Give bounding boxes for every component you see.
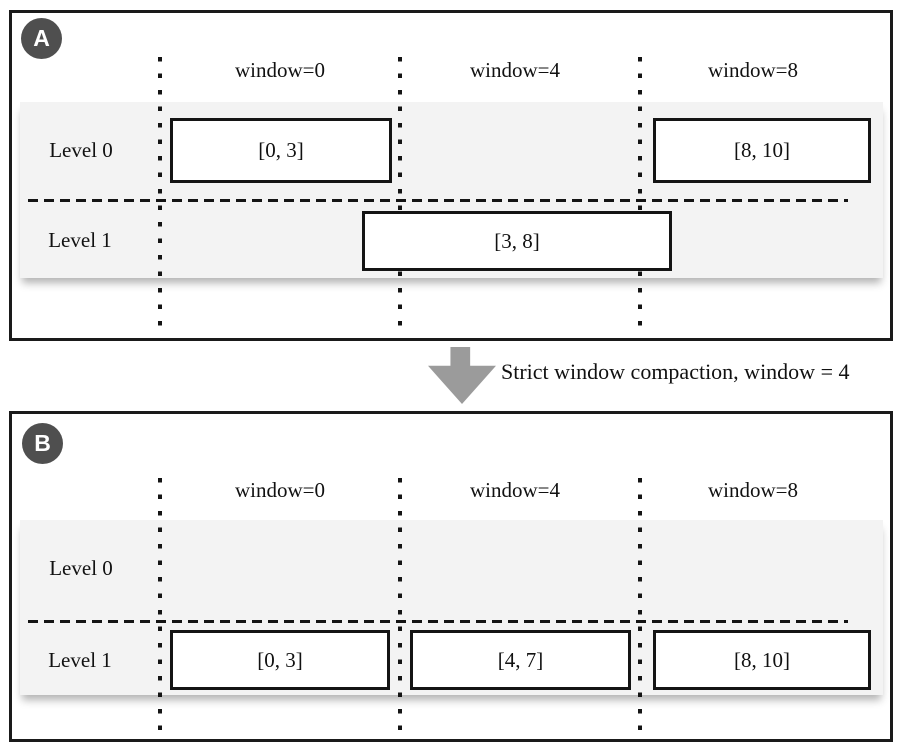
sstable-box-0-3: [0, 3] (170, 630, 390, 690)
window-boundary-line-0 (158, 57, 162, 333)
level-0-label: Level 0 (49, 556, 113, 580)
down-arrow-icon (428, 347, 496, 404)
level-0-label: Level 0 (49, 138, 113, 162)
window-boundary-line-8 (638, 57, 642, 333)
column-header-window-4: window=4 (469, 478, 560, 502)
panel-a: A window=0 window=4 window=8 Level 0 Lev… (9, 10, 893, 341)
window-boundary-line-8 (638, 478, 642, 740)
sstable-box-4-7: [4, 7] (410, 630, 631, 690)
column-header-window-0: window=0 (234, 478, 325, 502)
sstable-box-8-10: [8, 10] (653, 630, 871, 690)
panel-b-badge: B (22, 423, 63, 464)
column-header-window-8: window=8 (707, 58, 798, 82)
level-divider-line (28, 620, 848, 623)
column-header-window-8: window=8 (707, 478, 798, 502)
column-header-window-0: window=0 (234, 58, 325, 82)
sstable-box-0-3: [0, 3] (170, 118, 392, 183)
column-header-window-4: window=4 (469, 58, 560, 82)
panel-a-badge: A (21, 18, 62, 59)
window-boundary-line-4 (398, 478, 402, 740)
level-1-label: Level 1 (48, 228, 112, 252)
level-divider-line (28, 199, 848, 202)
sstable-box-3-8: [3, 8] (362, 211, 672, 271)
window-boundary-line-0 (158, 478, 162, 740)
panel-b: B window=0 window=4 window=8 Level 0 Lev… (9, 411, 893, 742)
level-1-label: Level 1 (48, 648, 112, 672)
window-boundary-line-4 (398, 57, 402, 333)
sstable-box-8-10: [8, 10] (653, 118, 871, 183)
transition-label: Strict window compaction, window = 4 (501, 359, 850, 384)
